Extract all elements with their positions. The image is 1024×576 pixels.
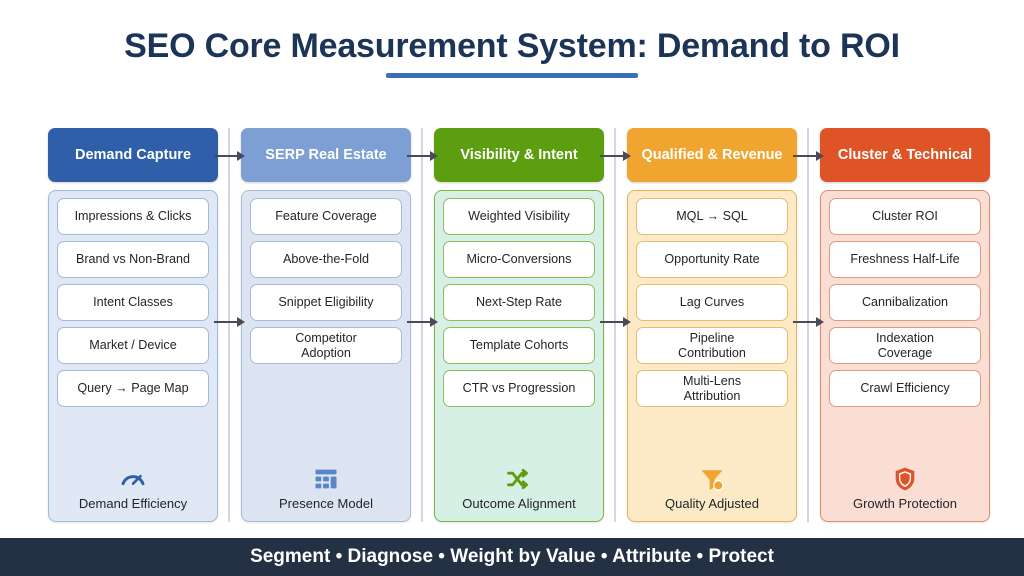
column-divider [421,128,423,522]
gauge-icon [119,464,147,494]
arrow-shaft [793,155,816,157]
flow-arrow-top [214,150,245,162]
metric-item[interactable]: Lag Curves [636,284,788,321]
arrow-head [430,151,438,161]
metric-item[interactable]: CTR vs Progression [443,370,595,407]
shield-icon [891,464,919,494]
stage-summary-label: Quality Adjusted [665,496,759,511]
arrow-shaft [793,321,816,323]
column-divider [807,128,809,522]
metric-item[interactable]: Query → Page Map [57,370,209,407]
metric-item[interactable]: Cannibalization [829,284,981,321]
flow-arrow-top [407,150,438,162]
page-title: SEO Core Measurement System: Demand to R… [124,27,900,65]
column-divider [614,128,616,522]
arrow-head [623,151,631,161]
arrow-shaft [407,321,430,323]
stage-summary-5: Growth Protection [829,464,981,513]
arrow-head [430,317,438,327]
arrow-shaft [214,321,237,323]
stage-summary-label: Growth Protection [852,496,958,511]
stage-connector-2 [407,128,438,522]
arrow-head [816,317,824,327]
metric-item[interactable]: Micro-Conversions [443,241,595,278]
table-grid-icon [312,464,340,494]
flow-arrow-mid [600,316,631,328]
flow-arrow-mid [793,316,824,328]
stage-summary-2: Presence Model [250,464,402,513]
stage-summary-label: Presence Model [279,496,373,511]
banner-text: Segment • Diagnose • Weight by Value • A… [250,546,774,567]
metric-item[interactable]: Intent Classes [57,284,209,321]
bottom-banner: Segment • Diagnose • Weight by Value • A… [0,538,1024,576]
column-divider [228,128,230,522]
stage-header-1[interactable]: Demand Capture [48,128,218,182]
title-block: SEO Core Measurement System: Demand to R… [0,27,1024,79]
metric-item[interactable]: Brand vs Non-Brand [57,241,209,278]
metric-item[interactable]: Impressions & Clicks [57,198,209,235]
stage-summary-1: Demand Efficiency [57,464,209,513]
arrow-shaft [214,155,237,157]
metric-item[interactable]: Weighted Visibility [443,198,595,235]
metric-item[interactable]: Above-the-Fold [250,241,402,278]
arrow-head [816,151,824,161]
metric-item[interactable]: Next-Step Rate [443,284,595,321]
flow-arrow-top [600,150,631,162]
stage-header-4[interactable]: Qualified & Revenue [627,128,797,182]
stage-connector-3 [600,128,631,522]
metric-item[interactable]: Competitor Adoption [250,327,402,364]
metric-item[interactable]: Freshness Half-Life [829,241,981,278]
stage-header-5[interactable]: Cluster & Technical [820,128,990,182]
metric-item[interactable]: Cluster ROI [829,198,981,235]
stage-summary-label: Demand Efficiency [78,496,188,511]
flow-arrow-top [793,150,824,162]
stage-connector-4 [793,128,824,522]
stage-header-3[interactable]: Visibility & Intent [434,128,604,182]
stage-summary-4: Quality Adjusted [636,464,788,513]
stage-header-2[interactable]: SERP Real Estate [241,128,411,182]
stage-summary-3: Outcome Alignment [443,464,595,513]
metric-item[interactable]: MQL → SQL [636,198,788,235]
arrow-head [623,317,631,327]
arrow-shaft [600,321,623,323]
arrow-shaft [407,155,430,157]
metric-item[interactable]: Market / Device [57,327,209,364]
metric-item[interactable]: Pipeline Contribution [636,327,788,364]
metric-item[interactable]: Template Cohorts [443,327,595,364]
flow-arrow-mid [407,316,438,328]
flow-arrow-mid [214,316,245,328]
arrow-head [237,151,245,161]
stage-summary-label: Outcome Alignment [462,496,576,511]
stage-connector-1 [214,128,245,522]
arrow-head [237,317,245,327]
metric-item[interactable]: Feature Coverage [250,198,402,235]
arrow-shaft [600,155,623,157]
funnel-icon [698,464,726,494]
metric-item[interactable]: Multi-Lens Attribution [636,370,788,407]
title-underline-rule [386,73,638,79]
metric-item[interactable]: Indexation Coverage [829,327,981,364]
metric-item[interactable]: Opportunity Rate [636,241,788,278]
shuffle-icon [505,464,533,494]
metric-item[interactable]: Crawl Efficiency [829,370,981,407]
metric-item[interactable]: Snippet Eligibility [250,284,402,321]
